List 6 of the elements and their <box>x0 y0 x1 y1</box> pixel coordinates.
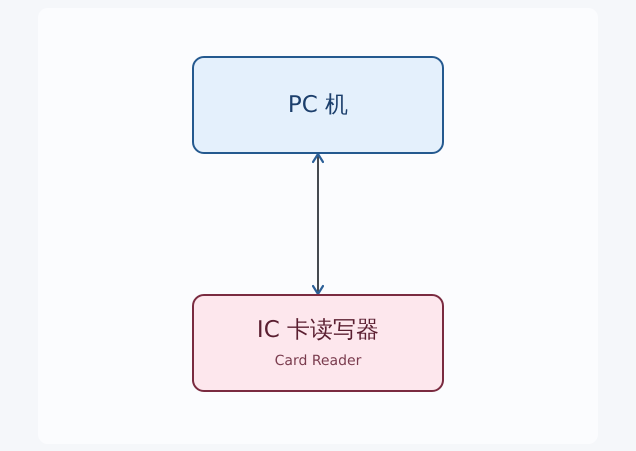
box-title: PC 机 <box>288 91 348 119</box>
arrow <box>312 152 324 296</box>
box-title: IC 卡读写器 <box>256 316 380 344</box>
process-box <box>192 294 444 392</box>
process-box <box>192 56 444 154</box>
box-subtitle: Card Reader <box>274 352 362 370</box>
